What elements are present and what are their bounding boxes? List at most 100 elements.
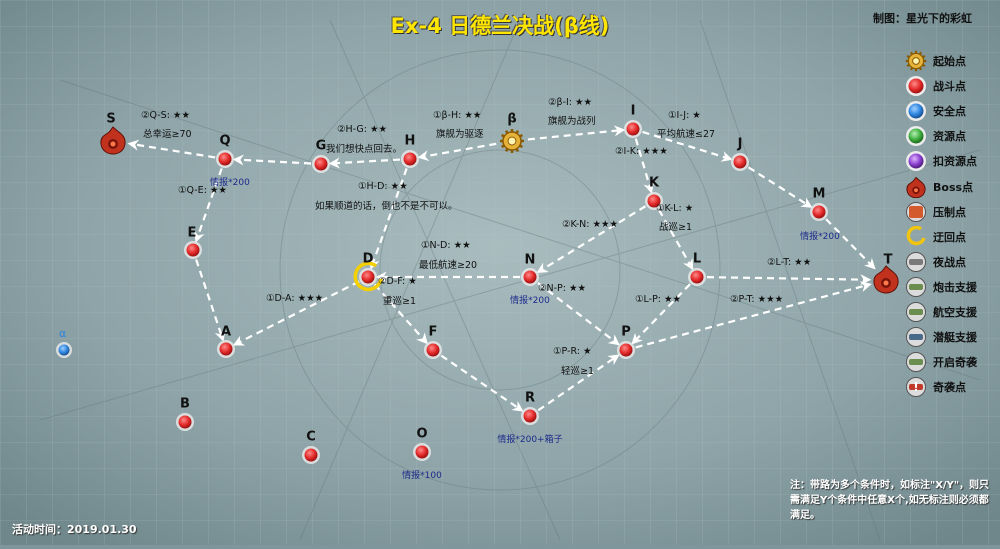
node-C [302,446,320,464]
route-qs-condition: ②Q-S: ★★ [141,110,190,121]
route-pr-text: 轻巡≥1 [561,366,595,377]
node-letter-N: N [524,252,536,268]
air-support-icon [905,301,927,323]
route-kl-condition: ①K-L: ★ [656,203,694,214]
legend-label: 夜战点 [933,255,966,269]
node-letter-S: S [106,111,116,127]
legend-label: 起始点 [933,55,966,68]
legend-item: 压制点 [905,200,966,224]
route-nd-text: 最低航速≥20 [419,260,478,271]
route-da-condition: ①D-A: ★★★ [266,293,324,304]
node-G [312,155,330,173]
route-L-P [631,283,691,345]
node-S [100,126,126,155]
node-letter-Q: Q [219,133,231,149]
legend-label: 扣资源点 [933,155,977,169]
node-B [176,413,194,431]
route-H-D [369,168,408,270]
node-letter-F: F [428,324,438,340]
route-pr-condition: ①P-R: ★ [553,346,592,357]
node-letter-P: P [621,324,631,340]
node-letter-E: E [187,225,197,241]
node-letter-O: O [416,426,428,442]
node-E [184,241,202,259]
map-author: 制图：星光下的彩虹 [873,12,972,25]
node-letter-H: H [404,133,416,149]
node-letter-M: M [812,186,826,202]
resource-point-icon [905,125,927,147]
legend-item: !奇袭点 [905,375,966,399]
route-df-text: 重巡≥1 [383,296,417,307]
legend-label: 战斗点 [933,80,966,94]
legend-label: 航空支援 [933,306,977,319]
legend-item: 资源点 [905,124,966,148]
node-H [401,150,419,168]
suppression-point-icon [905,201,927,223]
legend-item: 扣资源点 [905,149,977,173]
route-P-T [635,281,872,349]
route-D-F [373,283,428,345]
route-β-I [527,125,626,141]
node-g-quote: 我们想快点回去。 [326,144,403,155]
node-N [521,268,539,286]
route-qs-text: 总幸运≥70 [143,129,192,140]
route-ij-condition: ①I-J: ★ [668,110,701,121]
node-letter-J: J [737,136,743,152]
legend-label: Boss点 [933,180,974,194]
route-hg-condition: ②H-G: ★★ [337,124,388,135]
node-letter-L: L [692,251,702,267]
node-letter-B: B [180,396,190,412]
legend-label: 安全点 [933,105,966,119]
route-pt-condition: ②P-T: ★★★ [730,294,784,305]
start-point-icon [905,50,927,72]
route-K-N [536,205,647,273]
node-β [500,129,524,153]
route-hd-text: 如果顺道的话，倒也不是不可以。 [315,201,458,212]
route-R-P [537,354,620,412]
routing-note: 注：带路为多个条件时，如标注"X/Y"，则只需满足Y个条件中任意X个,如无标注则… [790,480,990,521]
route-kn-condition: ②K-N: ★★★ [562,219,619,230]
legend-item: 迂回点 [905,225,966,249]
node-letter-K: K [648,175,660,191]
node-letter-G: G [315,138,327,154]
legend-item: 航空支援 [905,300,977,324]
route-I-K [634,138,655,194]
route-bh-condition: ①β-H: ★★ [433,110,482,121]
node-letter-I: I [630,103,636,119]
legend-label: 迂回点 [933,230,966,244]
legend-item: 战斗点 [905,74,966,98]
node-M [810,203,828,221]
node-alpha-label: α [59,327,67,340]
raid-point-icon: ! [905,376,927,398]
node-T [873,265,899,294]
route-Q-E [194,168,223,243]
route-L-T [706,274,872,286]
node-letter-T: T [883,252,893,268]
map-title: Ex-4 日德兰决战(β线) [390,14,610,38]
route-lp-condition: ①L-P: ★★ [635,294,682,305]
route-bi-text: 旗舰为战列 [548,116,596,127]
route-E-A [195,259,226,342]
legend-item: 安全点 [905,99,966,123]
node-Q [216,150,234,168]
raid-open-icon [905,351,927,373]
battle-point-icon [905,75,927,97]
node-P [617,341,635,359]
event-date: 活动时间：2019.01.30 [12,523,137,536]
submarine-support-icon [905,326,927,348]
boss-point-icon [905,176,927,198]
night-battle-point-icon [905,251,927,273]
safe-point-icon [905,100,927,122]
node-letter-D: D [362,251,374,267]
node-A [217,340,235,358]
route-lt-condition: ②L-T: ★★ [767,257,812,268]
route-N-P [537,282,620,346]
node-note-q: 情报*200 [210,178,250,188]
legend-item: 炮击支援 [905,275,977,299]
node-L [688,268,706,286]
legend-label: 炮击支援 [933,280,977,294]
route-Q-S [127,139,216,159]
detour-point-icon [905,225,927,248]
